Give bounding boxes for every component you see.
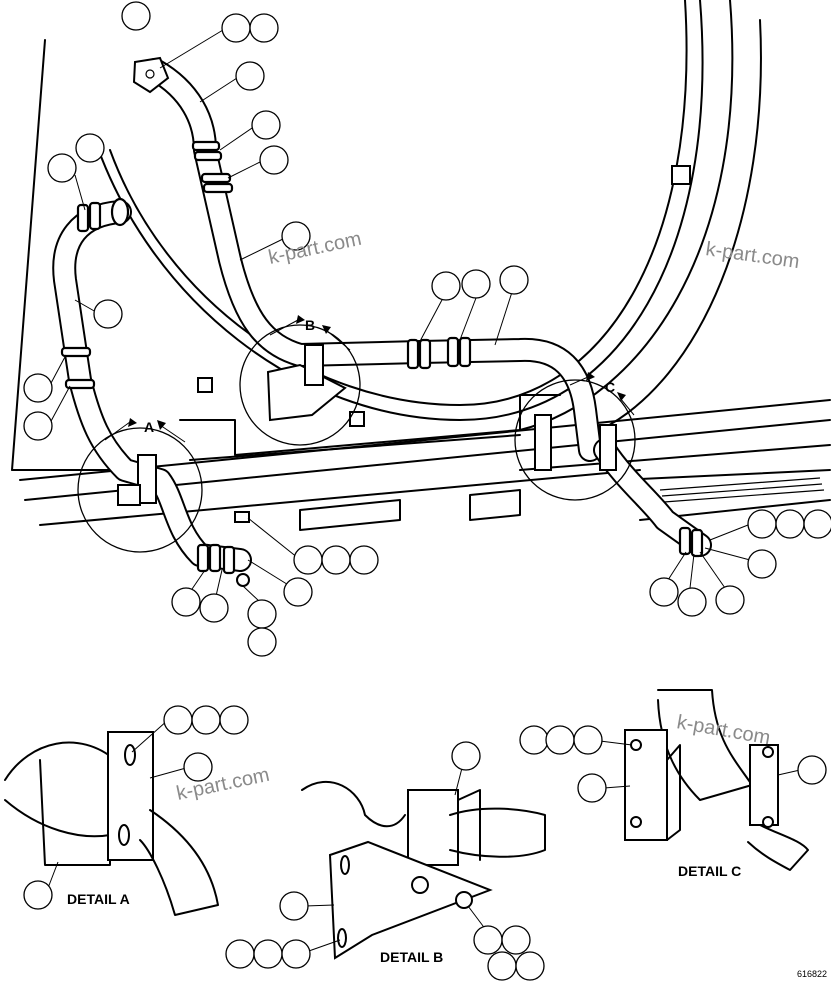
callout-balloon [545, 725, 575, 755]
callout-balloon [259, 145, 289, 175]
callout-balloons [23, 1, 831, 981]
callout-balloon [93, 299, 123, 329]
callout-balloon [349, 545, 379, 575]
callout-balloon [283, 577, 313, 607]
callout-balloon [75, 133, 105, 163]
callout-balloon [235, 61, 265, 91]
callout-balloon [321, 545, 351, 575]
callout-balloon [577, 773, 607, 803]
callout-balloon [775, 509, 805, 539]
callout-balloon [501, 925, 531, 955]
callout-balloon [677, 587, 707, 617]
detail-circle-a [77, 427, 203, 553]
watermark: k-part.com [266, 228, 363, 269]
detail-letter-c: C [605, 379, 615, 395]
callout-balloon [221, 13, 251, 43]
callout-balloon [293, 545, 323, 575]
detail-letter-b: B [305, 317, 315, 333]
callout-balloon [747, 549, 777, 579]
callout-balloon [573, 725, 603, 755]
callout-balloon [225, 939, 255, 969]
hose-assembly [52, 56, 712, 572]
nut-bolt [234, 511, 250, 587]
callout-balloon [199, 593, 229, 623]
callout-balloon [183, 752, 213, 782]
bracket-b [266, 344, 347, 422]
callout-balloon [649, 577, 679, 607]
detail-b-drawing [301, 780, 546, 960]
callout-balloon [473, 925, 503, 955]
callout-balloon [431, 271, 461, 301]
callout-balloon [499, 265, 529, 295]
callout-balloon [519, 725, 549, 755]
callout-balloon [219, 705, 249, 735]
callout-balloon [163, 705, 193, 735]
callout-balloon [251, 110, 281, 140]
callout-balloon [121, 1, 151, 31]
detail-b-label: DETAIL B [380, 949, 443, 965]
callout-balloon [451, 741, 481, 771]
callout-balloon [803, 509, 831, 539]
callout-balloon [23, 880, 53, 910]
callout-balloon [279, 891, 309, 921]
bracket-a [117, 454, 157, 506]
callout-balloon [797, 755, 827, 785]
detail-circle-b [239, 324, 361, 446]
detail-arrows [104, 315, 635, 443]
callout-balloon [281, 221, 311, 251]
callout-balloon [47, 153, 77, 183]
figure-code: 616822 [797, 969, 827, 979]
detail-a-label: DETAIL A [67, 891, 130, 907]
detail-circle-c [514, 379, 636, 501]
callout-balloon [515, 951, 545, 981]
callout-balloon [247, 599, 277, 629]
callout-balloon [715, 585, 745, 615]
bracket-c [534, 414, 617, 471]
callout-balloon [191, 705, 221, 735]
callout-balloon [23, 411, 53, 441]
callout-balloon [23, 373, 53, 403]
detail-c-label: DETAIL C [678, 863, 741, 879]
hose-clamps [60, 140, 704, 575]
callout-balloon [249, 13, 279, 43]
callout-balloon [487, 951, 517, 981]
callout-balloon [247, 627, 277, 657]
callout-balloon [747, 509, 777, 539]
callout-balloon [461, 269, 491, 299]
watermark: k-part.com [704, 238, 801, 273]
watermark: k-part.com [675, 711, 772, 749]
callout-balloon [253, 939, 283, 969]
callout-balloon [281, 939, 311, 969]
detail-a-drawing [4, 731, 219, 916]
machine-frame [11, 39, 831, 531]
callout-balloon [171, 587, 201, 617]
detail-letter-a: A [144, 419, 154, 435]
arc-guard [94, 0, 762, 431]
detail-c-drawing [624, 689, 809, 871]
